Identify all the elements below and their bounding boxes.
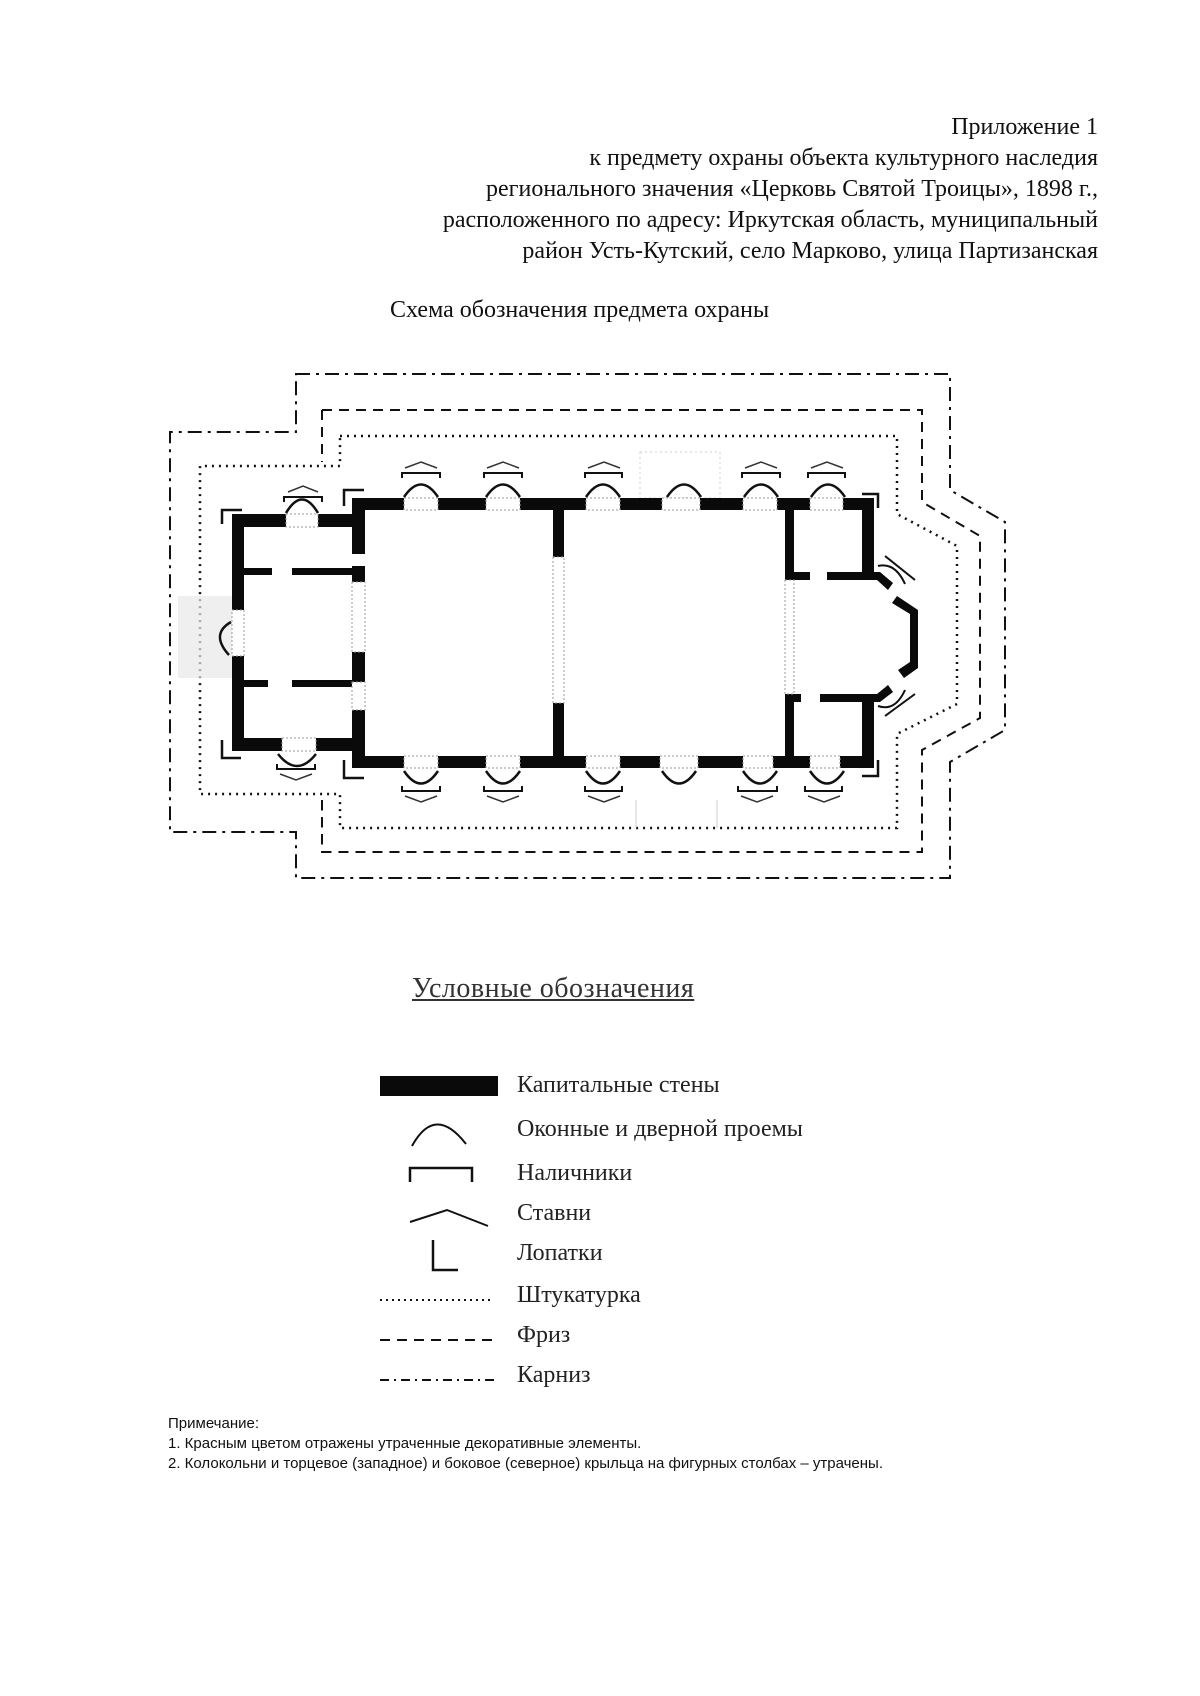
window-arcs-south: [218, 620, 846, 785]
legend-item-cornice: Карниз: [370, 1358, 870, 1398]
notes: Примечание: 1. Красным цветом отражены у…: [168, 1414, 883, 1474]
legend-item-shutters: Ставни: [370, 1196, 870, 1236]
legend-label: Капитальные стены: [517, 1072, 720, 1098]
legend-item-frieze: Фриз: [370, 1318, 870, 1358]
capital-walls: [232, 498, 918, 768]
notes-title: Примечание:: [168, 1415, 259, 1432]
legend-label: Оконные и дверной проемы: [517, 1116, 803, 1142]
dash-dot-line-icon: [380, 1379, 494, 1381]
church-floor-plan: [169, 373, 1006, 879]
wall-openings: [231, 497, 844, 769]
capital-wall-symbol-icon: [380, 1076, 498, 1096]
scheme-title: Схема обозначения предмета охраны: [390, 297, 770, 323]
legend-item-pilasters: Лопатки: [370, 1236, 870, 1276]
legend-label: Лопатки: [517, 1240, 603, 1266]
note-item-2: 2. Колокольни и торцевое (западное) и бо…: [168, 1455, 883, 1472]
legend-item-plaster: Штукатурка: [370, 1278, 870, 1318]
dashed-line-icon: [380, 1339, 494, 1341]
legend-title: Условные обозначения: [412, 973, 695, 1004]
window-arcs-north: [284, 483, 847, 514]
pilaster-corner-icon: [431, 1240, 458, 1272]
note-item-1: 1. Красным цветом отражены утраченные де…: [168, 1435, 642, 1452]
apse-windows: [877, 555, 916, 717]
opening-arc-icon: [411, 1123, 467, 1147]
legend-label: Наличники: [517, 1160, 633, 1186]
document-header: Приложение 1 к предмету охраны объекта к…: [443, 112, 1098, 267]
legend-item-trims: Наличники: [370, 1156, 870, 1196]
header-line-appendix: Приложение 1: [951, 114, 1098, 140]
dotted-line-icon: [380, 1299, 492, 1301]
header-line-district: район Усть-Кутский, село Марково, улица …: [522, 238, 1098, 264]
legend-label: Фриз: [517, 1322, 571, 1348]
shutter-chevron-icon: [409, 1208, 489, 1227]
legend-item-openings: Оконные и дверной проемы: [370, 1112, 870, 1152]
header-line-address: расположенного по адресу: Иркутская обла…: [442, 207, 1098, 233]
pilaster-corners: [220, 488, 880, 780]
frieze-outline: [321, 409, 981, 853]
window-trims: [276, 472, 846, 792]
legend-label: Карниз: [517, 1362, 591, 1388]
legend-item-capital-walls: Капитальные стены: [370, 1068, 870, 1108]
trim-bracket-icon: [408, 1166, 474, 1182]
header-line-subject: к предмету охраны объекта культурного на…: [589, 145, 1098, 171]
legend-label: Ставни: [517, 1200, 592, 1226]
header-line-object: регионального значения «Церковь Святой Т…: [486, 176, 1098, 202]
window-shutters: [279, 461, 844, 803]
legend-label: Штукатурка: [517, 1282, 641, 1308]
plaster-outline: [198, 434, 959, 830]
cornice-outline: [169, 373, 1006, 879]
